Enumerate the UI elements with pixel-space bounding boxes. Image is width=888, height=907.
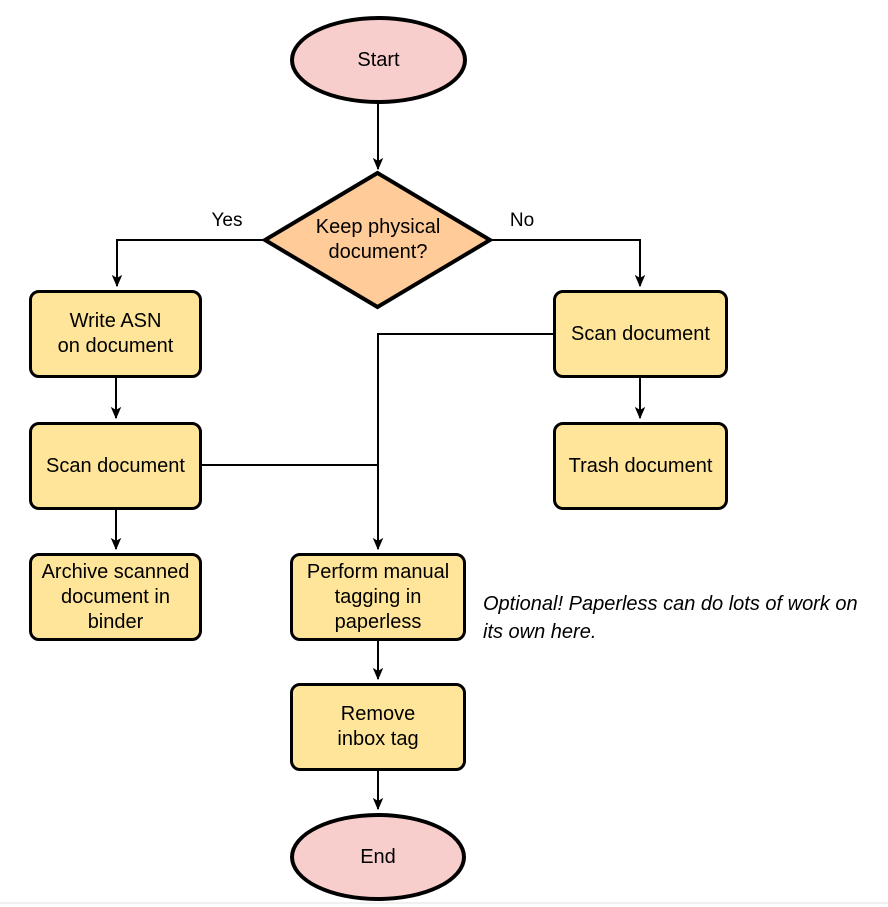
- node-trash-document-label: Trash document: [568, 454, 713, 477]
- node-archive-binder-line1: Archive scanned: [41, 560, 190, 583]
- node-remove-inbox-tag: Remove inbox tag: [290, 683, 466, 771]
- node-scan-document-left-label: Scan document: [46, 454, 185, 477]
- annotation-note: Optional! Paperless can do lots of work …: [483, 590, 888, 646]
- node-decision-label-line1: Keep physical: [315, 216, 441, 238]
- node-write-asn-line2: on document: [57, 335, 174, 357]
- node-write-asn: Write ASN on document: [29, 290, 202, 378]
- page-bottom-divider: [0, 902, 888, 904]
- node-end-label: End: [360, 845, 396, 868]
- node-end: End: [290, 813, 466, 901]
- node-archive-binder-line3: binder: [87, 610, 144, 633]
- node-scan-document-right-label: Scan document: [571, 322, 710, 345]
- edge-label-yes: Yes: [211, 210, 243, 231]
- edge-decision-yes-to-write-asn: [111, 239, 265, 288]
- edge-decision-no-to-scan-right: [490, 239, 646, 288]
- node-decision-label: Keep physical document?: [278, 215, 478, 265]
- edge-scan-right-to-manual-tagging: [372, 333, 553, 551]
- node-start-label: Start: [357, 48, 400, 71]
- node-scan-document-left: Scan document: [29, 422, 202, 510]
- node-decision-label-line2: document?: [328, 241, 428, 263]
- node-archive-binder-line2: document in: [61, 585, 170, 608]
- node-manual-tagging-line3: paperless: [334, 610, 422, 633]
- node-manual-tagging: Perform manual tagging in paperless: [290, 553, 466, 641]
- annotation-note-line1: Optional! Paperless can do lots of work …: [483, 593, 858, 615]
- node-start: Start: [290, 16, 467, 104]
- node-remove-inbox-tag-line2: inbox tag: [337, 728, 419, 750]
- annotation-note-line2: its own here.: [483, 621, 597, 643]
- node-remove-inbox-tag-line1: Remove: [340, 703, 416, 725]
- edge-label-no: No: [509, 210, 535, 231]
- node-manual-tagging-line2: tagging in: [334, 585, 422, 608]
- node-manual-tagging-line1: Perform manual: [306, 560, 450, 583]
- node-scan-document-right: Scan document: [553, 290, 728, 378]
- node-write-asn-line1: Write ASN: [69, 310, 162, 332]
- decision-diamond-shape: [261, 170, 494, 310]
- node-trash-document: Trash document: [553, 422, 728, 510]
- node-archive-binder: Archive scanned document in binder: [29, 553, 202, 641]
